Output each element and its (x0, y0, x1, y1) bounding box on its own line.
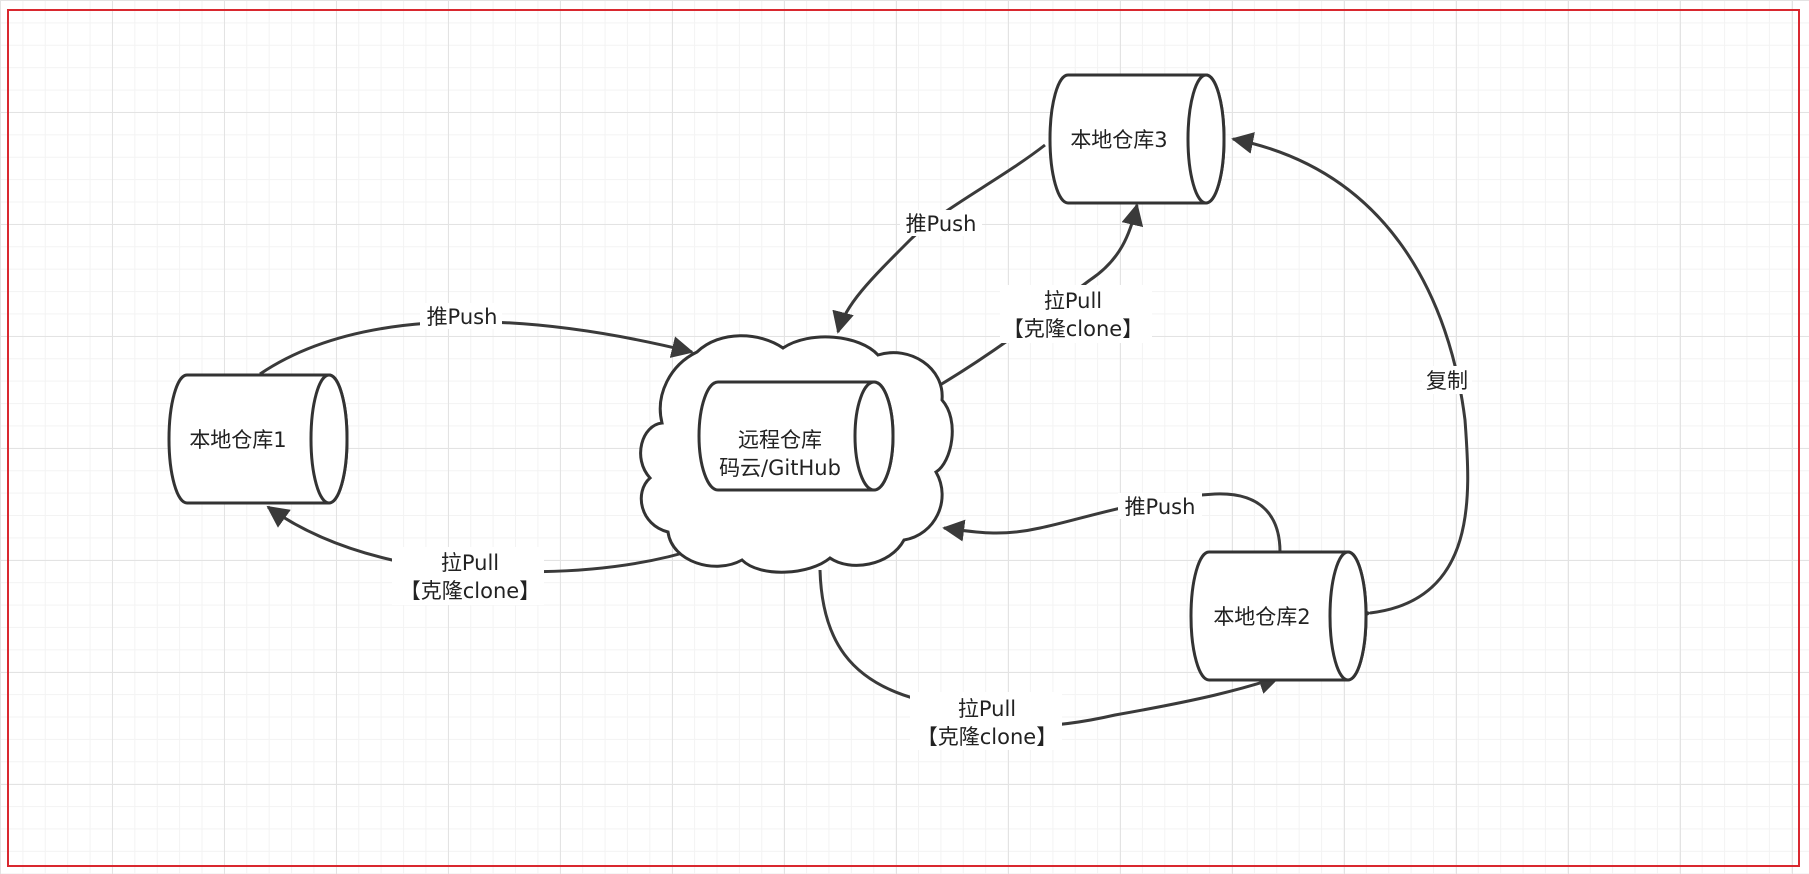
svg-text:推Push: 推Push (427, 305, 498, 329)
label-local3-pull: 拉Pull 【克隆clone】 (1000, 285, 1152, 343)
svg-text:推Push: 推Push (1125, 495, 1196, 519)
local-repo-3-label: 本地仓库3 (1070, 128, 1167, 152)
remote-label-line1: 远程仓库 (738, 428, 822, 452)
svg-text:【克隆clone】: 【克隆clone】 (917, 725, 1057, 749)
svg-text:拉Pull: 拉Pull (958, 697, 1016, 721)
label-copy: 复制 (1422, 366, 1472, 394)
edge-local2-push (942, 492, 1282, 553)
svg-text:拉Pull: 拉Pull (1044, 289, 1102, 313)
diagram-frame (7, 9, 1800, 867)
local-repo-1-node: 本地仓库1 (167, 373, 349, 505)
local-repo-3-node: 本地仓库3 (1048, 73, 1226, 205)
remote-cylinder (697, 380, 895, 492)
edge-local3-push (832, 143, 1046, 334)
remote-label-line2: 码云/GitHub (719, 456, 841, 480)
svg-text:【克隆clone】: 【克隆clone】 (400, 579, 540, 603)
remote-repo-node: 远程仓库 码云/GitHub (639, 334, 954, 574)
local-repo-1-label: 本地仓库1 (189, 428, 286, 452)
label-local2-push: 推Push (1118, 493, 1202, 519)
svg-text:拉Pull: 拉Pull (441, 551, 499, 575)
label-local1-pull: 拉Pull 【克隆clone】 (392, 547, 544, 605)
local-repo-2-node: 本地仓库2 (1189, 550, 1368, 682)
edge-local1-push (259, 320, 694, 376)
label-local1-push: 推Push (420, 303, 502, 329)
svg-text:推Push: 推Push (906, 212, 977, 236)
svg-text:【克隆clone】: 【克隆clone】 (1003, 317, 1143, 341)
svg-text:复制: 复制 (1426, 369, 1468, 393)
local-repo-2-label: 本地仓库2 (1213, 605, 1310, 629)
edge-copy (1231, 132, 1470, 627)
label-local3-push: 推Push (900, 210, 982, 236)
label-local2-pull: 拉Pull 【克隆clone】 (910, 692, 1062, 750)
